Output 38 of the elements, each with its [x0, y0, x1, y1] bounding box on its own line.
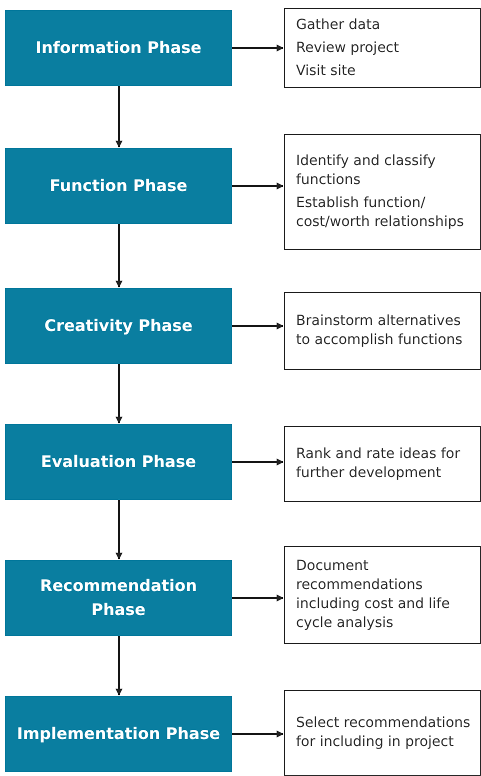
- activity-text: Gather data: [296, 16, 382, 34]
- phase-box: [5, 696, 232, 772]
- phase-label: Evaluation Phase: [40, 451, 196, 473]
- arrow: [116, 500, 122, 560]
- activity-text: Review project: [296, 38, 400, 58]
- activity-box: [284, 546, 481, 644]
- arrow: [232, 730, 284, 738]
- phase-box: [5, 288, 232, 364]
- activity-text: Establish function/ cost/worth relationships: [296, 194, 465, 232]
- arrow: [232, 322, 284, 330]
- phase-label: Recommendation Phase: [39, 575, 198, 621]
- activity-text: Select recommendations for including in project: [296, 714, 472, 752]
- arrow: [116, 364, 122, 424]
- activity-box: [284, 426, 481, 502]
- activity-text: Visit site: [296, 62, 357, 80]
- activity-text: Identify and classify functions: [296, 152, 437, 190]
- arrow: [232, 182, 284, 190]
- arrow: [116, 86, 122, 148]
- activity-box: [284, 134, 481, 250]
- arrow: [116, 636, 122, 696]
- phase-label: Function Phase: [50, 175, 188, 197]
- arrow: [232, 594, 284, 602]
- phase-box: [5, 10, 232, 86]
- phase-label: Creativity Phase: [44, 315, 193, 337]
- arrow: [116, 224, 122, 288]
- phase-box: [5, 424, 232, 500]
- phase-box: [5, 560, 232, 636]
- activity-box: [284, 690, 481, 776]
- activity-box: [284, 8, 481, 88]
- phase-box: [5, 148, 232, 224]
- activity-text: Document recommendations including cost and life cycle analysis: [296, 557, 451, 633]
- phase-label: Information Phase: [35, 37, 202, 59]
- phase-label: Implementation Phase: [16, 723, 220, 745]
- activity-text: Brainstorm alternatives to accomplish functions: [296, 312, 464, 350]
- arrow: [232, 44, 284, 52]
- activity-text: Rank and rate ideas for further development: [296, 445, 462, 483]
- activity-box: [284, 292, 481, 370]
- arrow: [232, 458, 284, 466]
